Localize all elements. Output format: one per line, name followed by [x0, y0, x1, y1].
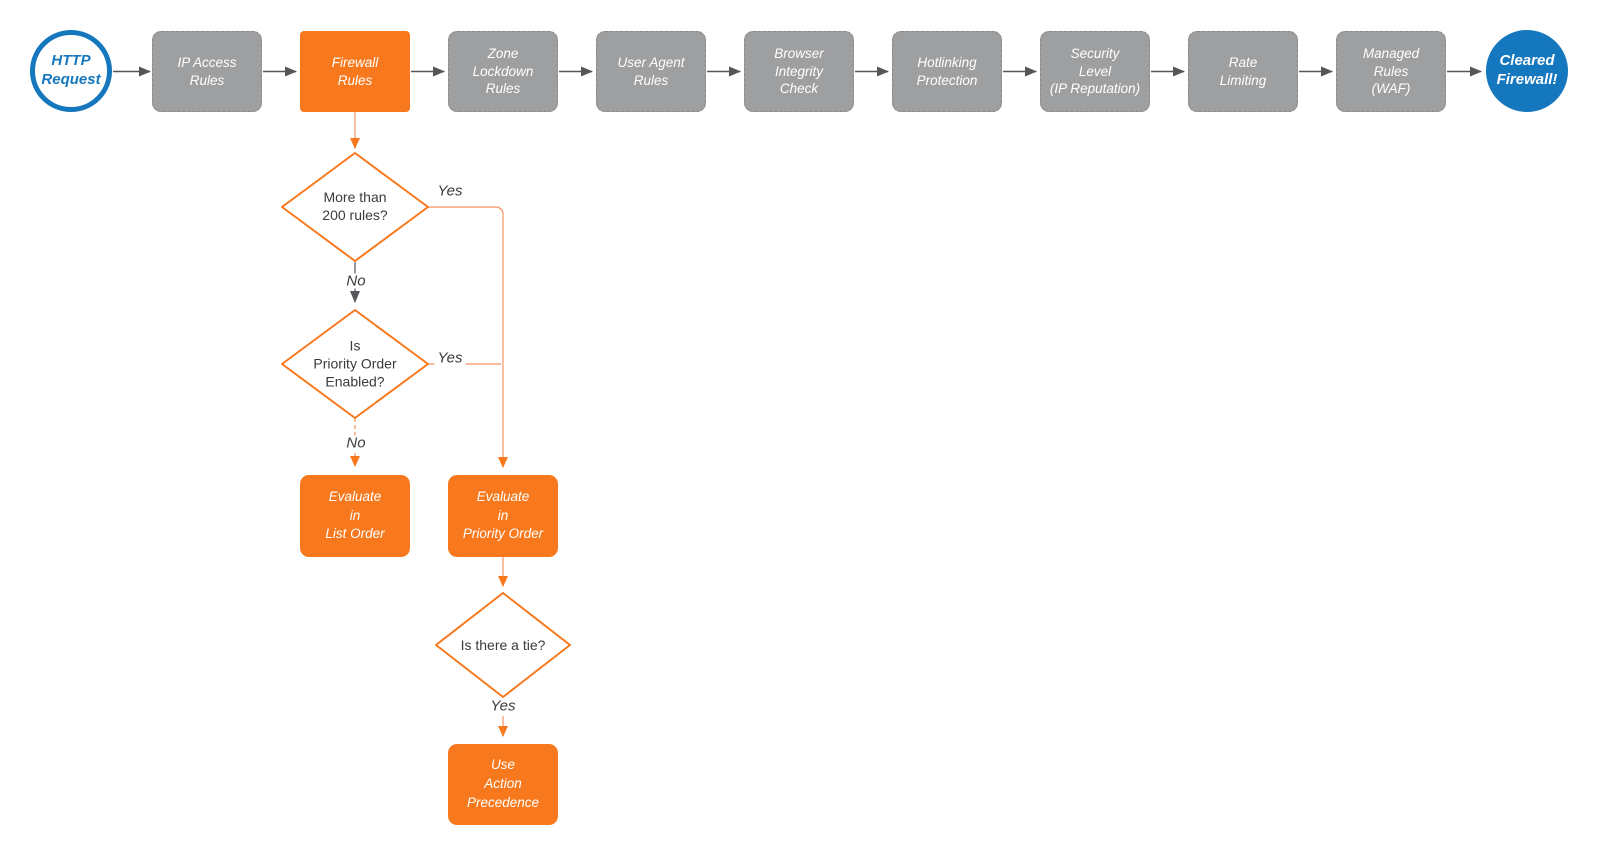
stage-ip-access-rules: IP Access Rules	[152, 31, 262, 112]
stage-zone-lockdown-rules: Zone Lockdown Rules	[448, 31, 558, 112]
edge-decision1-yes	[428, 206, 508, 468]
stage-rate-limiting-label: Rate Limiting	[1219, 54, 1267, 88]
edge-label-decision3-yes: Yes	[487, 698, 519, 714]
edge-label-decision1-yes: Yes	[434, 183, 466, 199]
decision-more-than-200-rules-shape	[281, 152, 429, 262]
action-use-action-precedence-label: Use Action Precedence	[466, 757, 540, 810]
decision-priority-order-enabled-label: Is Priority Order Enabled?	[313, 337, 397, 391]
edge-label-decision1-no: No	[343, 273, 369, 289]
action-evaluate-in-priority-order-label: Evaluate in Priority Order	[462, 488, 544, 542]
edge-label-decision2-yes: Yes	[434, 350, 466, 366]
stage-security-level: Security Level (IP Reputation)	[1040, 31, 1150, 112]
action-evaluate-in-list-order-label: Evaluate in List Order	[325, 488, 385, 542]
stage-hotlinking-protection-label: Hotlinking Protection	[916, 54, 978, 88]
stage-zone-lockdown-rules-label: Zone Lockdown Rules	[472, 45, 534, 97]
action-use-action-precedence: Use Action Precedence	[448, 744, 558, 825]
decision-priority-order-enabled-shape	[281, 309, 429, 419]
stage-security-level-label: Security Level (IP Reputation)	[1049, 45, 1141, 97]
node-http-request-label: HTTP Request	[41, 52, 101, 88]
stage-hotlinking-protection: Hotlinking Protection	[892, 31, 1002, 112]
stage-firewall-rules: Firewall Rules	[300, 31, 410, 112]
decision-is-there-a-tie-label: Is there a tie?	[460, 636, 546, 653]
decision-more-than-200-rules-label: More than 200 rules?	[322, 188, 388, 223]
action-evaluate-in-list-order: Evaluate in List Order	[300, 475, 410, 557]
stage-browser-integrity-check: Browser Integrity Check	[744, 31, 854, 112]
stage-ip-access-rules-label: IP Access Rules	[177, 54, 237, 88]
stage-rate-limiting: Rate Limiting	[1188, 31, 1298, 112]
stage-user-agent-rules-label: User Agent Rules	[617, 54, 685, 88]
node-cleared-firewall-label: Cleared Firewall!	[1496, 52, 1558, 88]
edge-label-decision2-no: No	[343, 435, 369, 451]
stage-browser-integrity-check-label: Browser Integrity Check	[774, 45, 824, 97]
node-http-request: HTTP Request	[30, 30, 112, 112]
stage-user-agent-rules: User Agent Rules	[596, 31, 706, 112]
decision-is-there-a-tie-shape	[435, 592, 571, 698]
action-evaluate-in-priority-order: Evaluate in Priority Order	[448, 475, 558, 557]
stage-managed-rules-waf: Managed Rules (WAF)	[1336, 31, 1446, 112]
stage-firewall-rules-label: Firewall Rules	[331, 54, 379, 88]
node-cleared-firewall: Cleared Firewall!	[1486, 30, 1568, 112]
stage-managed-rules-waf-label: Managed Rules (WAF)	[1362, 45, 1420, 97]
